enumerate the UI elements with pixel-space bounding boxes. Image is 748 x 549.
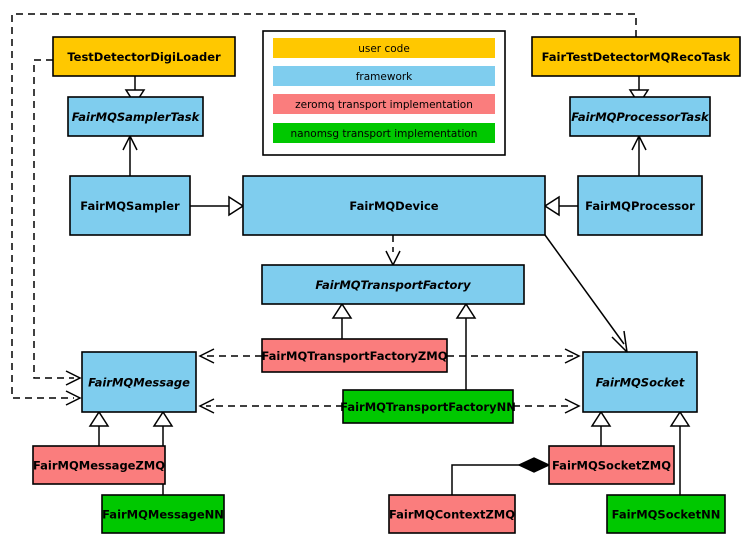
- class-name-FairMQSocket: FairMQSocket: [596, 376, 685, 390]
- class-box-FairMQTransportFactoryZMQ[interactable]: [261, 338, 448, 373]
- class-node-FairMQSamplerTask[interactable]: FairMQSamplerTask: [67, 96, 204, 137]
- class-box-FairMQTransportFactoryNN[interactable]: [342, 389, 514, 424]
- class-box-FairMQSocket[interactable]: [582, 351, 698, 413]
- class-box-FairMQSocketZMQ[interactable]: [548, 445, 675, 485]
- arrowhead-open-device-transportfactory: [385, 250, 401, 267]
- diamond-composition-socketzmq: [517, 457, 551, 473]
- arrowhead-triangle-device-right: [543, 195, 560, 217]
- legend-swatch-zeromq: [273, 94, 495, 114]
- class-node-FairMQContextZMQ[interactable]: FairMQContextZMQ: [388, 494, 516, 534]
- legend-label-nanomsg: nanomsg transport implementation: [291, 128, 478, 140]
- arrowhead-open-factoryzmq-message: [198, 348, 215, 364]
- legend: user code framework zeromq transport imp…: [262, 30, 506, 156]
- class-node-FairMQProcessorTask[interactable]: FairMQProcessorTask: [569, 96, 711, 137]
- class-box-FairTestDetectorMQRecoTask[interactable]: [531, 36, 741, 77]
- class-box-TestDetectorDigiLoader[interactable]: [52, 36, 236, 77]
- class-name-FairTestDetectorMQRecoTask: FairTestDetectorMQRecoTask: [542, 50, 731, 64]
- arrowhead-open-recotask-message: [65, 390, 82, 406]
- class-box-FairMQMessageZMQ[interactable]: [32, 445, 166, 485]
- arrowhead-triangle-factory-right: [455, 302, 477, 319]
- legend-label-framework: framework: [356, 71, 413, 83]
- class-box-FairMQSampler[interactable]: [69, 175, 191, 236]
- class-node-TestDetectorDigiLoader[interactable]: TestDetectorDigiLoader: [52, 36, 236, 77]
- edge-recotask-to-message: [11, 13, 637, 399]
- class-node-FairTestDetectorMQRecoTask[interactable]: FairTestDetectorMQRecoTask: [531, 36, 741, 77]
- arrowhead-triangle-factory-left: [331, 302, 353, 319]
- class-node-FairMQSampler[interactable]: FairMQSampler: [69, 175, 191, 236]
- class-name-FairMQTransportFactory: FairMQTransportFactory: [315, 278, 471, 292]
- class-node-FairMQTransportFactory[interactable]: FairMQTransportFactory: [261, 264, 525, 305]
- class-name-FairMQSocketZMQ: FairMQSocketZMQ: [552, 459, 671, 473]
- class-name-TestDetectorDigiLoader: TestDetectorDigiLoader: [67, 50, 221, 64]
- class-box-FairMQMessage[interactable]: [81, 351, 197, 413]
- node-layer: TestDetectorDigiLoaderFairMQSamplerTaskF…: [32, 36, 741, 534]
- arrowhead-triangle-socket-left: [590, 410, 612, 427]
- edge-device-to-socket: [544, 234, 625, 345]
- class-node-FairMQMessageNN[interactable]: FairMQMessageNN: [101, 494, 225, 534]
- arrowhead-open-factorynn-socket: [564, 398, 581, 414]
- class-name-FairMQTransportFactoryZMQ: FairMQTransportFactoryZMQ: [261, 349, 447, 363]
- class-box-FairMQMessageNN[interactable]: [101, 494, 225, 534]
- class-name-FairMQProcessor: FairMQProcessor: [585, 199, 695, 213]
- class-box-FairMQSamplerTask[interactable]: [67, 96, 204, 137]
- class-box-FairMQDevice[interactable]: [242, 175, 546, 236]
- class-node-FairMQMessage[interactable]: FairMQMessage: [81, 351, 197, 413]
- class-node-FairMQTransportFactoryZMQ[interactable]: FairMQTransportFactoryZMQ: [261, 338, 448, 373]
- arrowhead-open-device-socket: [611, 330, 629, 355]
- edge-socketzmq-to-contextzmq: [451, 464, 533, 495]
- class-node-FairMQDevice[interactable]: FairMQDevice: [242, 175, 546, 236]
- arrowhead-triangle-device-left: [228, 195, 245, 217]
- class-name-FairMQSampler: FairMQSampler: [80, 199, 180, 213]
- arrowhead-open-factorynn-message: [198, 398, 215, 414]
- class-name-FairMQTransportFactoryNN: FairMQTransportFactoryNN: [340, 400, 516, 414]
- class-box-FairMQProcessor[interactable]: [577, 175, 703, 236]
- class-name-FairMQContextZMQ: FairMQContextZMQ: [389, 508, 515, 522]
- class-name-FairMQMessage: FairMQMessage: [88, 376, 190, 390]
- class-node-FairMQMessageZMQ[interactable]: FairMQMessageZMQ: [32, 445, 166, 485]
- class-name-FairMQDevice: FairMQDevice: [349, 199, 438, 213]
- class-box-FairMQContextZMQ[interactable]: [388, 494, 516, 534]
- legend-label-user-code: user code: [358, 43, 410, 55]
- class-name-FairMQMessageZMQ: FairMQMessageZMQ: [33, 459, 165, 473]
- class-box-FairMQSocketNN[interactable]: [606, 494, 726, 534]
- arrowhead-triangle-socket-right: [669, 410, 691, 427]
- arrowhead-triangle-message-left: [88, 410, 110, 427]
- class-name-FairMQSocketNN: FairMQSocketNN: [612, 508, 721, 522]
- legend-swatch-nanomsg: [273, 123, 495, 143]
- legend-swatch-framework: [273, 66, 495, 86]
- arrowhead-open-digiloader-message: [65, 370, 82, 386]
- class-name-FairMQMessageNN: FairMQMessageNN: [102, 508, 224, 522]
- legend-swatch-user-code: [273, 38, 495, 58]
- class-node-FairMQTransportFactoryNN[interactable]: FairMQTransportFactoryNN: [340, 389, 516, 424]
- class-node-FairMQSocketZMQ[interactable]: FairMQSocketZMQ: [548, 445, 675, 485]
- class-name-FairMQSamplerTask: FairMQSamplerTask: [72, 110, 201, 124]
- arrowhead-triangle-message-right: [152, 410, 174, 427]
- class-box-FairMQProcessorTask[interactable]: [569, 96, 711, 137]
- legend-label-zeromq: zeromq transport implementation: [295, 99, 473, 111]
- class-node-FairMQProcessor[interactable]: FairMQProcessor: [577, 175, 703, 236]
- arrowhead-open-factoryzmq-socket: [564, 348, 581, 364]
- class-box-FairMQTransportFactory[interactable]: [261, 264, 525, 305]
- class-name-FairMQProcessorTask: FairMQProcessorTask: [571, 110, 710, 124]
- class-node-FairMQSocketNN[interactable]: FairMQSocketNN: [606, 494, 726, 534]
- class-node-FairMQSocket[interactable]: FairMQSocket: [582, 351, 698, 413]
